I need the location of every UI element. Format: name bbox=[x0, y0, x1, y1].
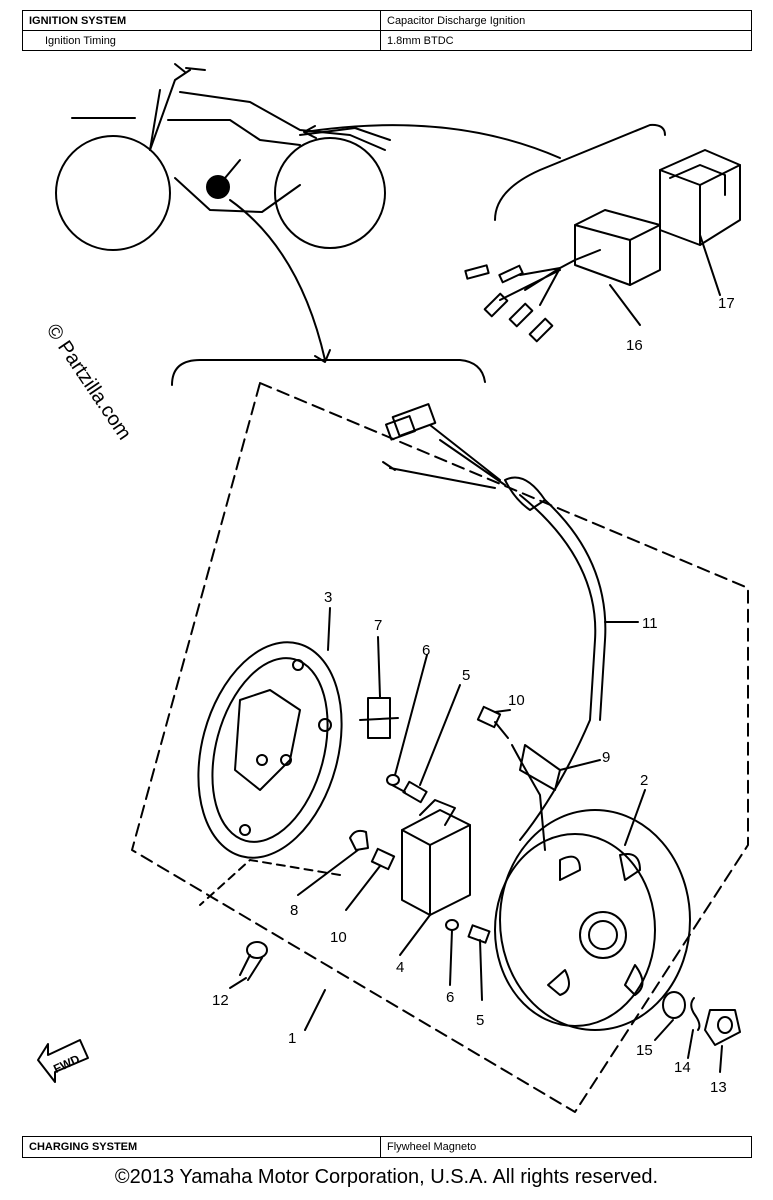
callout-13: 13 bbox=[710, 1079, 727, 1096]
callout-5-lower: 5 bbox=[476, 1012, 484, 1029]
leader-4 bbox=[399, 914, 431, 956]
leader-13 bbox=[719, 1045, 723, 1073]
timing-value: 1.8mm BTDC bbox=[380, 30, 752, 51]
callout-17: 17 bbox=[718, 295, 735, 312]
callout-4: 4 bbox=[396, 959, 404, 976]
cdi-unit bbox=[464, 209, 661, 343]
callout-1: 1 bbox=[288, 1030, 296, 1047]
wire-harness bbox=[382, 403, 607, 841]
callout-15: 15 bbox=[636, 1042, 653, 1059]
charging-value: Flywheel Magneto bbox=[380, 1136, 752, 1158]
screw-12 bbox=[239, 941, 268, 981]
leader-3 bbox=[327, 607, 331, 651]
callout-16: 16 bbox=[626, 337, 643, 354]
leader-9 bbox=[559, 759, 601, 771]
leader-17 bbox=[699, 234, 721, 296]
leader-5-lower bbox=[479, 939, 483, 1001]
leader-10-right bbox=[494, 709, 511, 713]
leader-14 bbox=[687, 1029, 694, 1059]
fwd-arrow-icon bbox=[37, 1039, 89, 1083]
nut-13 bbox=[704, 1009, 741, 1046]
callout-5-upper: 5 bbox=[462, 667, 470, 684]
callout-10-right: 10 bbox=[508, 692, 525, 709]
leader-15 bbox=[654, 1019, 674, 1041]
washer-lower bbox=[445, 919, 459, 931]
charging-spec-table: CHARGING SYSTEM Flywheel Magneto bbox=[22, 1136, 752, 1158]
callout-7: 7 bbox=[374, 617, 382, 634]
charge-coil bbox=[401, 799, 471, 916]
wire-clamp bbox=[519, 744, 561, 791]
callout-2: 2 bbox=[640, 772, 648, 789]
leader-16 bbox=[609, 284, 641, 326]
callout-3: 3 bbox=[324, 589, 332, 606]
assembly-dashed-outline bbox=[131, 382, 749, 1113]
leader-12 bbox=[229, 977, 247, 989]
callout-11: 11 bbox=[642, 615, 658, 632]
ignition-spec-table: IGNITION SYSTEM Capacitor Discharge Igni… bbox=[22, 10, 752, 51]
pickup-coil bbox=[359, 697, 399, 739]
pointer-arc-cdi bbox=[304, 124, 561, 159]
clamp-8 bbox=[349, 829, 369, 851]
leader-5-upper bbox=[419, 684, 461, 786]
magneto-group-bracket bbox=[171, 359, 486, 386]
screw-lower bbox=[467, 924, 491, 944]
leader-10-left bbox=[345, 865, 381, 911]
ignition-location-dot bbox=[206, 175, 230, 199]
leader-1 bbox=[304, 989, 326, 1031]
callout-12: 12 bbox=[212, 992, 229, 1009]
timing-label: Ignition Timing bbox=[22, 30, 381, 51]
spec-row-timing: Ignition Timing 1.8mm BTDC bbox=[22, 30, 752, 51]
screw-10-left bbox=[370, 847, 396, 871]
leader-7 bbox=[377, 636, 381, 698]
flywheel bbox=[494, 809, 691, 1031]
motorcycle-sketch bbox=[55, 63, 391, 251]
lockwasher-14 bbox=[690, 997, 701, 1031]
callout-14: 14 bbox=[674, 1059, 691, 1076]
leader-6-upper bbox=[394, 654, 428, 776]
washer-15 bbox=[662, 991, 686, 1019]
charging-label: CHARGING SYSTEM bbox=[22, 1136, 381, 1158]
screw-10-right bbox=[476, 705, 509, 739]
pointer-arc-magneto bbox=[229, 199, 326, 361]
fwd-label: FWD bbox=[51, 1052, 82, 1076]
callout-6-lower: 6 bbox=[446, 989, 454, 1006]
screw-upper bbox=[391, 780, 428, 804]
ignition-coil bbox=[659, 149, 741, 246]
copyright-notice: ©2013 Yamaha Motor Corporation, U.S.A. A… bbox=[114, 1166, 659, 1188]
stator-plate bbox=[197, 641, 343, 859]
callout-9: 9 bbox=[602, 749, 610, 766]
callout-8: 8 bbox=[290, 902, 298, 919]
washer-upper bbox=[386, 774, 400, 786]
callout-6-upper: 6 bbox=[422, 642, 430, 659]
leader-6-lower bbox=[449, 929, 453, 986]
cdi-group-bracket bbox=[494, 123, 666, 221]
callout-10-left: 10 bbox=[330, 929, 347, 946]
leader-8 bbox=[297, 849, 359, 896]
charging-row: CHARGING SYSTEM Flywheel Magneto bbox=[22, 1136, 752, 1158]
leader-2 bbox=[624, 789, 646, 846]
